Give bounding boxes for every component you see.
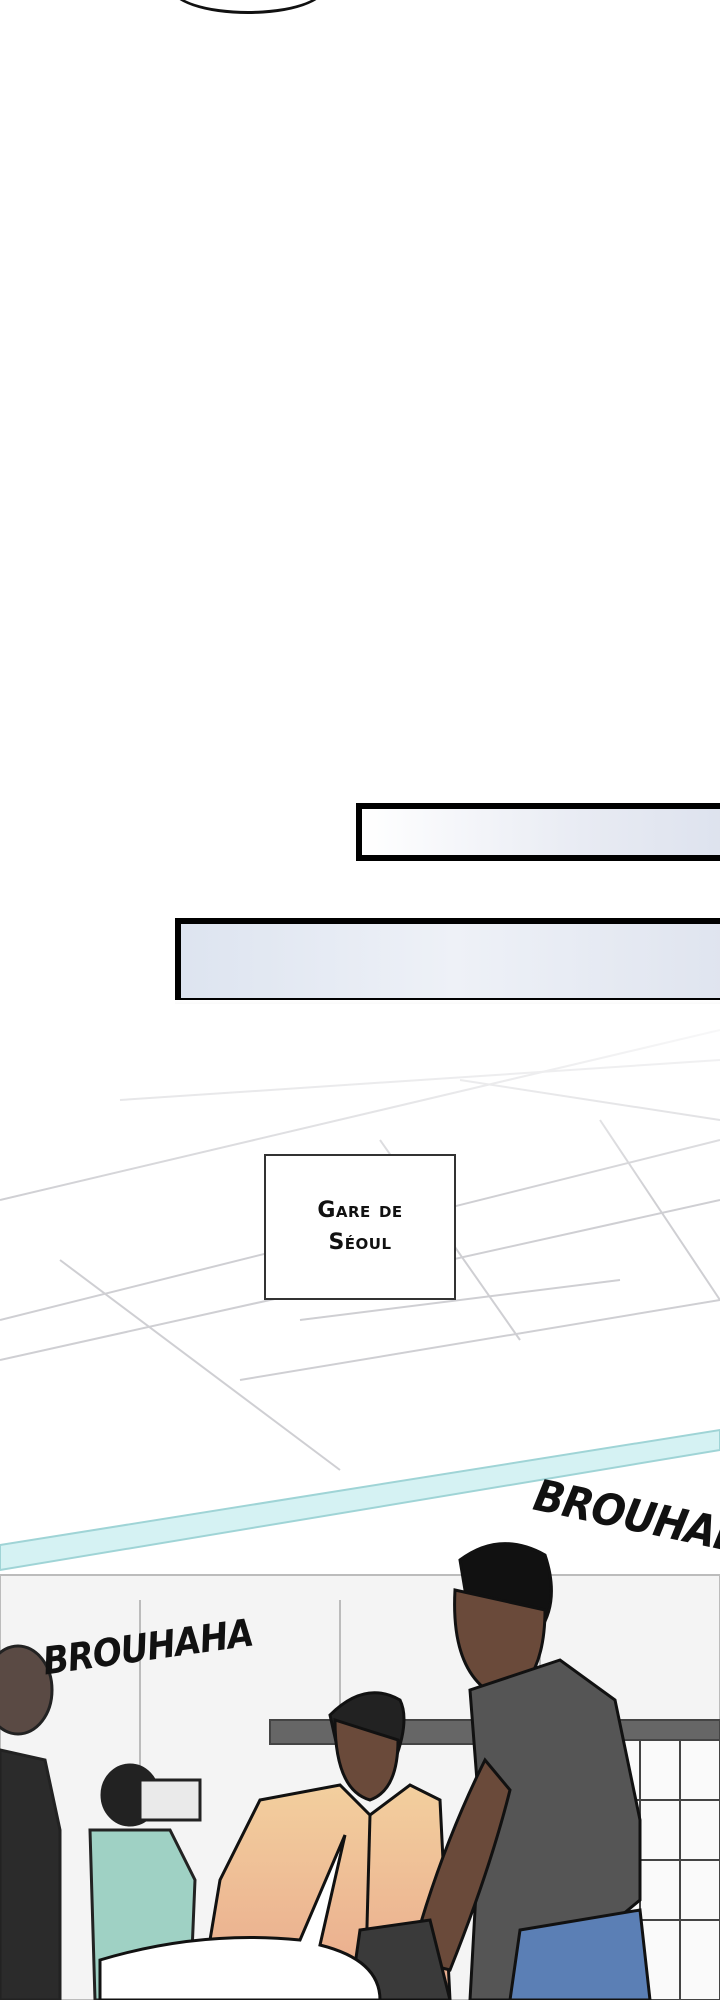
ceiling-light: [0, 1428, 720, 1572]
caption-line-1: Gare de: [317, 1198, 403, 1223]
man-gray-shirt: [348, 1542, 652, 2000]
location-caption: Gare de Séoul: [317, 1195, 402, 1259]
speech-bubble-top: [170, 0, 326, 14]
location-caption-box: Gare de Séoul: [264, 1154, 456, 1300]
background-woman: [0, 1644, 62, 2000]
station-scene-illustration: [0, 1000, 720, 2000]
speech-bubble-bottom: [98, 1834, 382, 2000]
panel-bar-small: [356, 803, 720, 861]
panel-bar-large: [175, 918, 720, 1004]
caption-line-2: Séoul: [328, 1230, 392, 1255]
